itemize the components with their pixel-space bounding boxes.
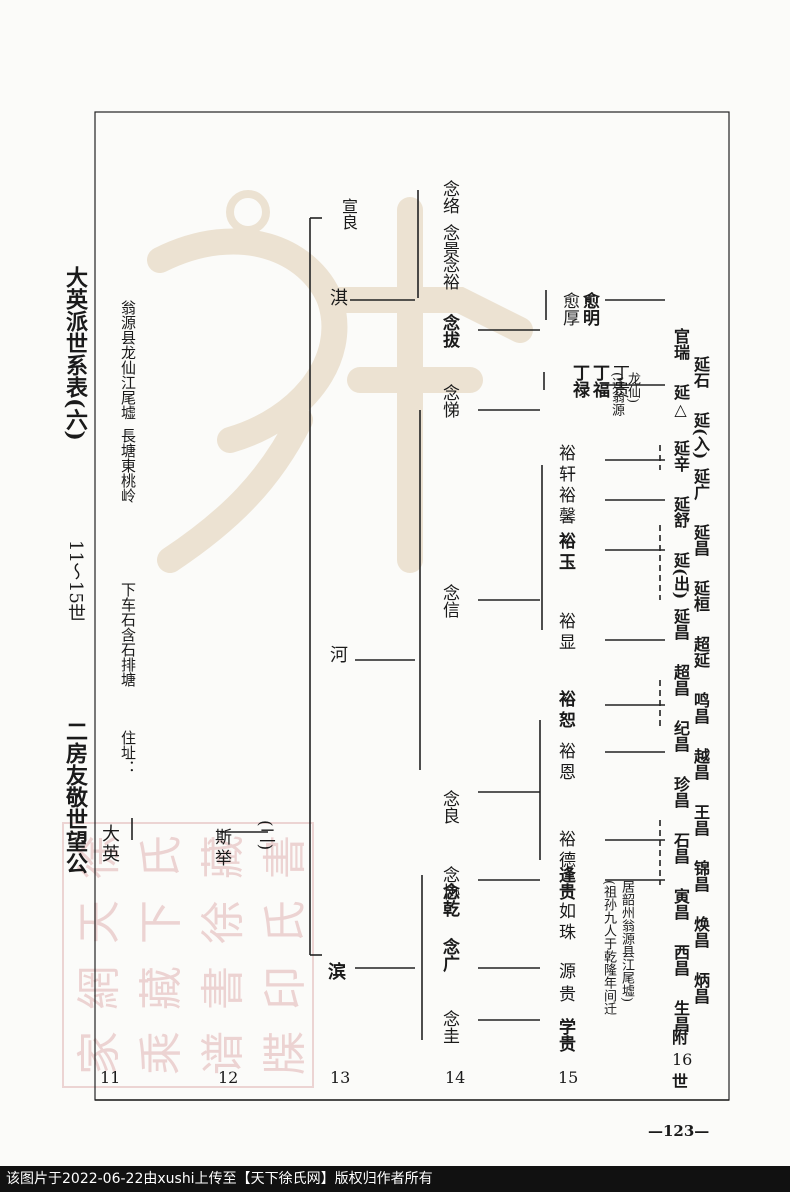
g15-yuen: 裕恩 — [555, 742, 575, 784]
address-label: 住址： — [119, 730, 137, 775]
g14-nianqian: 念乾 — [439, 883, 459, 917]
g15-note-1: (祖孙九人于乾隆年间迁 — [601, 880, 616, 1016]
g14-nianti: 念悌 — [439, 384, 459, 418]
g16-entry: 西昌 — [671, 944, 690, 976]
g16-entry: 延△ — [671, 384, 690, 419]
g13-bin: 滨 — [325, 962, 346, 980]
g13-he: 河 — [327, 645, 348, 663]
g15-yuangui: 源贵 — [555, 962, 575, 1008]
gen-label-12: 12 — [218, 1068, 239, 1087]
table-title: 大英派世系表(六) — [62, 266, 88, 441]
g15-dinglu: 丁禄 — [569, 364, 589, 398]
g16-entry: 延辛 — [671, 440, 690, 472]
g15-dingfu: 丁福 — [589, 364, 609, 398]
g16-entry: 延广 — [691, 468, 710, 500]
g13-qi: 淇 — [327, 288, 348, 306]
g15-fenggui: 逢贵 — [555, 866, 575, 900]
g13-xuanliang: 宣良 — [339, 198, 358, 230]
generation-range: 11～15世 — [65, 540, 86, 622]
g16-entry: 延(出) — [671, 552, 690, 600]
address-1: 下车石含石排塘 — [119, 582, 137, 687]
g16-entry: 延桓 — [691, 580, 710, 612]
g15-yuyu: 裕玉 — [555, 532, 575, 574]
g16-entry: 延舒 — [671, 496, 690, 528]
address-2: 長塘東桃岭 — [119, 428, 137, 503]
g16-entry: 超昌 — [671, 664, 690, 696]
g15-yuxuan: 裕轩 — [555, 444, 575, 486]
g15-note-2: 居韶州翁源县江尾墟) — [619, 880, 634, 1003]
address-3: 翁源县龙仙江尾墟 — [119, 300, 137, 420]
g12-sijv: 斯举 — [211, 828, 231, 870]
g16-entry: 延石 — [691, 356, 710, 388]
g11-dayng: 大英 — [99, 824, 120, 864]
g14-nianliang: 念良 — [439, 790, 459, 824]
g14-nianguang: 念广 — [439, 938, 459, 972]
g15-note-4: 龙仙) — [625, 372, 640, 404]
g15-yuming: 愈明 — [579, 292, 599, 326]
g16-entry: 生昌 — [671, 1000, 690, 1032]
g15-yude: 裕德 — [555, 830, 575, 872]
g16-entry: 延(入) — [691, 412, 710, 460]
g15-yuhou: 愈厚 — [559, 292, 579, 326]
g14-niangui: 念圭 — [439, 1010, 459, 1044]
gen-label-14: 14 — [445, 1068, 466, 1087]
g16-entry: 锦昌 — [691, 860, 710, 892]
g15-xuegui: 学贵 — [555, 1018, 575, 1052]
upload-notice: 该图片于2022-06-22由xushi上传至【天下徐氏网】版权归作者所有 — [0, 1166, 790, 1192]
g16-entry: 炳昌 — [691, 972, 710, 1004]
gen-label-15: 15 — [558, 1068, 579, 1087]
g16-entry: 延昌 — [691, 524, 710, 556]
page-number: —123— — [648, 1122, 710, 1140]
gen-label-fu: 附 — [672, 1028, 689, 1047]
g16-entry: 延昌 — [671, 608, 690, 640]
gen-label-16: 16 — [672, 1050, 693, 1069]
g16-entry: 纪昌 — [671, 720, 690, 752]
g16-entry: 寅昌 — [671, 888, 690, 920]
g15-yuxian: 裕显 — [555, 612, 575, 654]
g16-entry: 王昌 — [691, 804, 710, 836]
g16-entry: 鸣昌 — [691, 692, 710, 724]
g14-nianba: 念拔 — [439, 314, 459, 348]
g15-ruzhu: 如珠 — [555, 902, 575, 944]
g16-entry: 官瑞 — [671, 328, 690, 360]
g12-note: (二) — [255, 820, 275, 851]
g14-nianluo: 念络 — [439, 180, 459, 214]
g16-entry: 越昌 — [691, 748, 710, 780]
g15-note-3: (迁翁源 — [609, 372, 624, 417]
gen-label-11: 11 — [100, 1068, 121, 1087]
g14-nianxin: 念信 — [439, 584, 459, 618]
g15-yuxin: 裕馨 — [555, 486, 575, 528]
gen-label-shi: 世 — [672, 1072, 689, 1091]
g15-yushu: 裕恕 — [555, 690, 575, 732]
g14-nianyu: 念裕 — [439, 256, 459, 290]
g16-entry: 珍昌 — [671, 776, 690, 808]
g14-nianxie: 念协 — [439, 866, 459, 900]
g16-entry: 石昌 — [671, 832, 690, 864]
g16-entry: 超延 — [691, 636, 710, 668]
g14-nianjing: 念景 — [439, 224, 459, 258]
g16-entry: 焕昌 — [691, 916, 710, 948]
page-title: 二房友敬世望公 — [62, 720, 88, 874]
g15-dinggui: 丁贵 — [609, 364, 629, 398]
gen-label-13: 13 — [330, 1068, 351, 1087]
